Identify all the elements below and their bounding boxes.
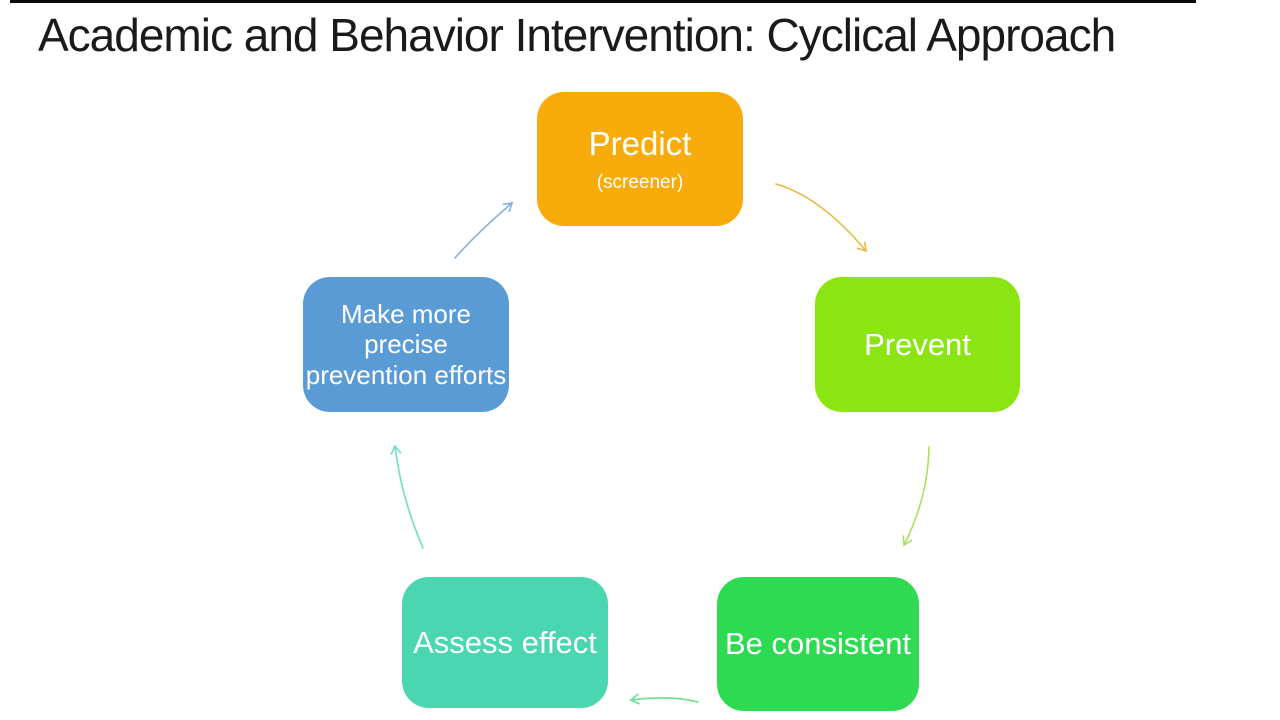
node-label: Be consistent: [724, 626, 912, 662]
node-label: Assess effect: [413, 624, 597, 660]
node-predict: Predict (screener): [537, 92, 743, 226]
node-assess-effect: Assess effect: [402, 577, 608, 708]
arrow-prevent-to-be-consistent: [902, 446, 930, 547]
arrow-make-more-precise-to-predict: [454, 202, 514, 259]
node-label: Make more precise prevention efforts: [305, 298, 507, 390]
node-make-more-precise: Make more precise prevention efforts: [303, 277, 509, 412]
node-label: Prevent: [864, 326, 971, 362]
letterbox-bar: [10, 0, 1196, 3]
node-sublabel: (screener): [596, 171, 684, 193]
arrow-predict-to-prevent: [775, 183, 867, 253]
node-be-consistent: Be consistent: [717, 577, 919, 711]
node-prevent: Prevent: [815, 277, 1020, 412]
arrow-assess-effect-to-make-more-precise: [390, 444, 424, 549]
slide-title: Academic and Behavior Intervention: Cycl…: [38, 9, 1116, 61]
node-label: Predict: [588, 124, 692, 162]
arrow-be-consistent-to-assess-effect: [629, 693, 699, 705]
